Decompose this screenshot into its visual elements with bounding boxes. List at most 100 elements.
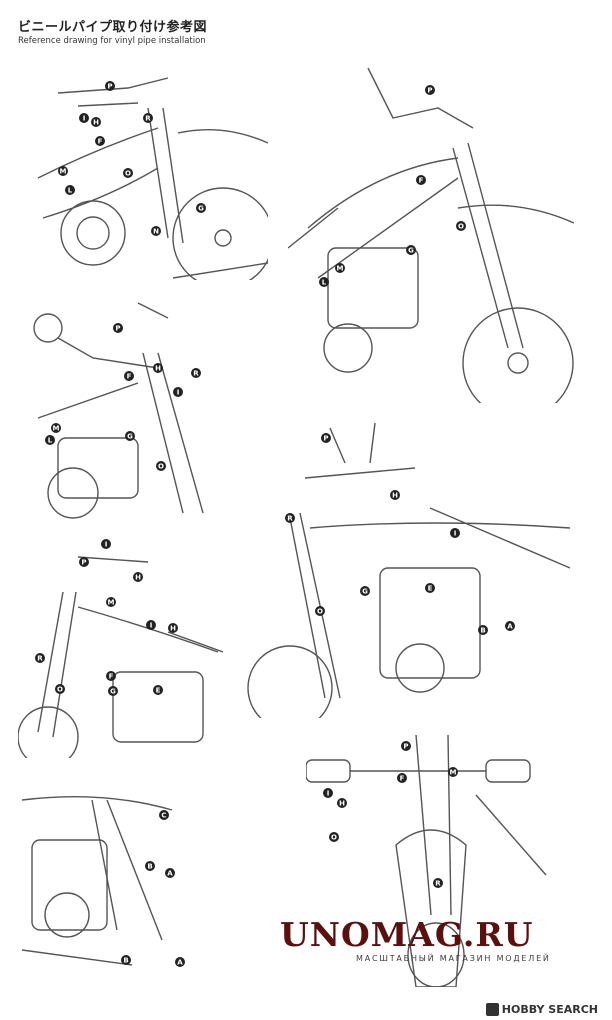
- label-p-1-text: P: [107, 83, 112, 91]
- label-a-6a: [165, 868, 175, 878]
- hobby-search-text: HOBBY SEARCH: [501, 1003, 598, 1016]
- label-i-3-text: I: [177, 389, 180, 397]
- label-f-3-text: F: [127, 373, 132, 381]
- label-o-7: [329, 832, 339, 842]
- label-g-4-text: G: [362, 588, 368, 596]
- panel-right-side-view: P F O G M L: [288, 48, 574, 403]
- label-c-6: [159, 810, 169, 820]
- label-o-5-text: O: [57, 686, 63, 694]
- hobby-search-icon: [485, 1003, 499, 1016]
- label-i-5a: [101, 539, 111, 549]
- label-r-7-text: R: [435, 880, 441, 888]
- label-e-5: [153, 685, 163, 695]
- watermark: UNOMAG.RU МАСШТАБНЫЙ МАГАЗИН МОДЕЛЕЙ: [280, 918, 551, 964]
- label-r-4-text: R: [287, 515, 293, 523]
- label-m-5: [106, 597, 116, 607]
- label-o-1-text: O: [125, 170, 131, 178]
- label-p-2-text: P: [427, 87, 432, 95]
- watermark-sub: МАСШТАБНЫЙ МАГАЗИН МОДЕЛЕЙ: [356, 954, 551, 963]
- label-m-1: [58, 166, 68, 176]
- label-b-6a: [145, 861, 155, 871]
- label-l-3: [45, 435, 55, 445]
- label-b-4: [478, 625, 488, 635]
- label-h-7-text: H: [339, 800, 345, 808]
- label-m-3: [51, 423, 61, 433]
- label-h-5b-text: H: [170, 625, 176, 633]
- label-p-2: [425, 85, 435, 95]
- motorcycle-drawing-2: P F O G M L: [288, 67, 574, 403]
- label-r-4: [285, 513, 295, 523]
- label-i-3: [173, 387, 183, 397]
- label-p-3: [113, 323, 123, 333]
- label-m-2: [335, 263, 345, 273]
- label-o-3-text: O: [158, 463, 164, 471]
- label-a-4-text: A: [507, 623, 513, 631]
- label-g-5: [108, 686, 118, 696]
- label-f-1: [95, 136, 105, 146]
- label-f-7: [397, 773, 407, 783]
- label-r-5-text: R: [37, 655, 43, 663]
- label-f-2: [416, 175, 426, 185]
- label-p-4: [321, 433, 331, 443]
- header: ビニールパイプ取り付け参考図 Reference drawing for vin…: [18, 16, 207, 46]
- label-o-4-text: O: [317, 608, 323, 616]
- label-r-1: [143, 113, 153, 123]
- label-h-3: [153, 363, 163, 373]
- label-r-1-text: R: [145, 115, 151, 123]
- label-p-1: [105, 81, 115, 91]
- label-l-2: [319, 277, 329, 287]
- label-n-1-text: N: [153, 228, 159, 236]
- label-p-5-text: P: [81, 559, 86, 567]
- label-m-5-text: M: [108, 599, 115, 607]
- label-a-4: [505, 621, 515, 631]
- hobby-search-logo: HOBBY SEARCH: [485, 1003, 598, 1016]
- label-b-6b: [121, 955, 131, 965]
- label-h-7: [337, 798, 347, 808]
- label-g-1: [196, 203, 206, 213]
- label-a-6b: [175, 957, 185, 967]
- label-l-1: [65, 185, 75, 195]
- label-p-3-text: P: [115, 325, 120, 333]
- label-m-2-text: M: [337, 265, 344, 273]
- label-c-6-text: C: [161, 812, 166, 820]
- label-i-5b-text: I: [150, 622, 153, 630]
- label-i-4-text: I: [454, 530, 457, 538]
- label-h-5a-text: H: [135, 574, 141, 582]
- label-b-6a-text: B: [147, 863, 152, 871]
- label-o-2-text: O: [458, 223, 464, 231]
- label-f-7-text: F: [400, 775, 405, 783]
- label-e-5-text: E: [156, 687, 161, 695]
- label-m-1-text: M: [60, 168, 67, 176]
- label-f-5-text: F: [109, 673, 114, 681]
- label-h-4: [390, 490, 400, 500]
- label-r-5: [35, 653, 45, 663]
- label-g-2-text: G: [408, 247, 414, 255]
- label-i-1: [79, 113, 89, 123]
- label-e-4-text: E: [428, 585, 433, 593]
- label-i-1-text: I: [83, 115, 86, 123]
- label-o-5: [55, 684, 65, 694]
- label-g-3: [125, 431, 135, 441]
- label-l-3-text: L: [48, 437, 53, 445]
- label-l-1-text: L: [68, 187, 73, 195]
- label-r-3: [191, 368, 201, 378]
- label-g-1-text: G: [198, 205, 204, 213]
- label-m-7: [448, 767, 458, 777]
- label-f-2-text: F: [419, 177, 424, 185]
- label-l-2-text: L: [322, 279, 327, 287]
- label-m-7-text: M: [450, 769, 457, 777]
- label-m-3-text: M: [53, 425, 60, 433]
- label-h-5b: [168, 623, 178, 633]
- label-o-4: [315, 606, 325, 616]
- label-f-5: [106, 671, 116, 681]
- label-r-7: [433, 878, 443, 888]
